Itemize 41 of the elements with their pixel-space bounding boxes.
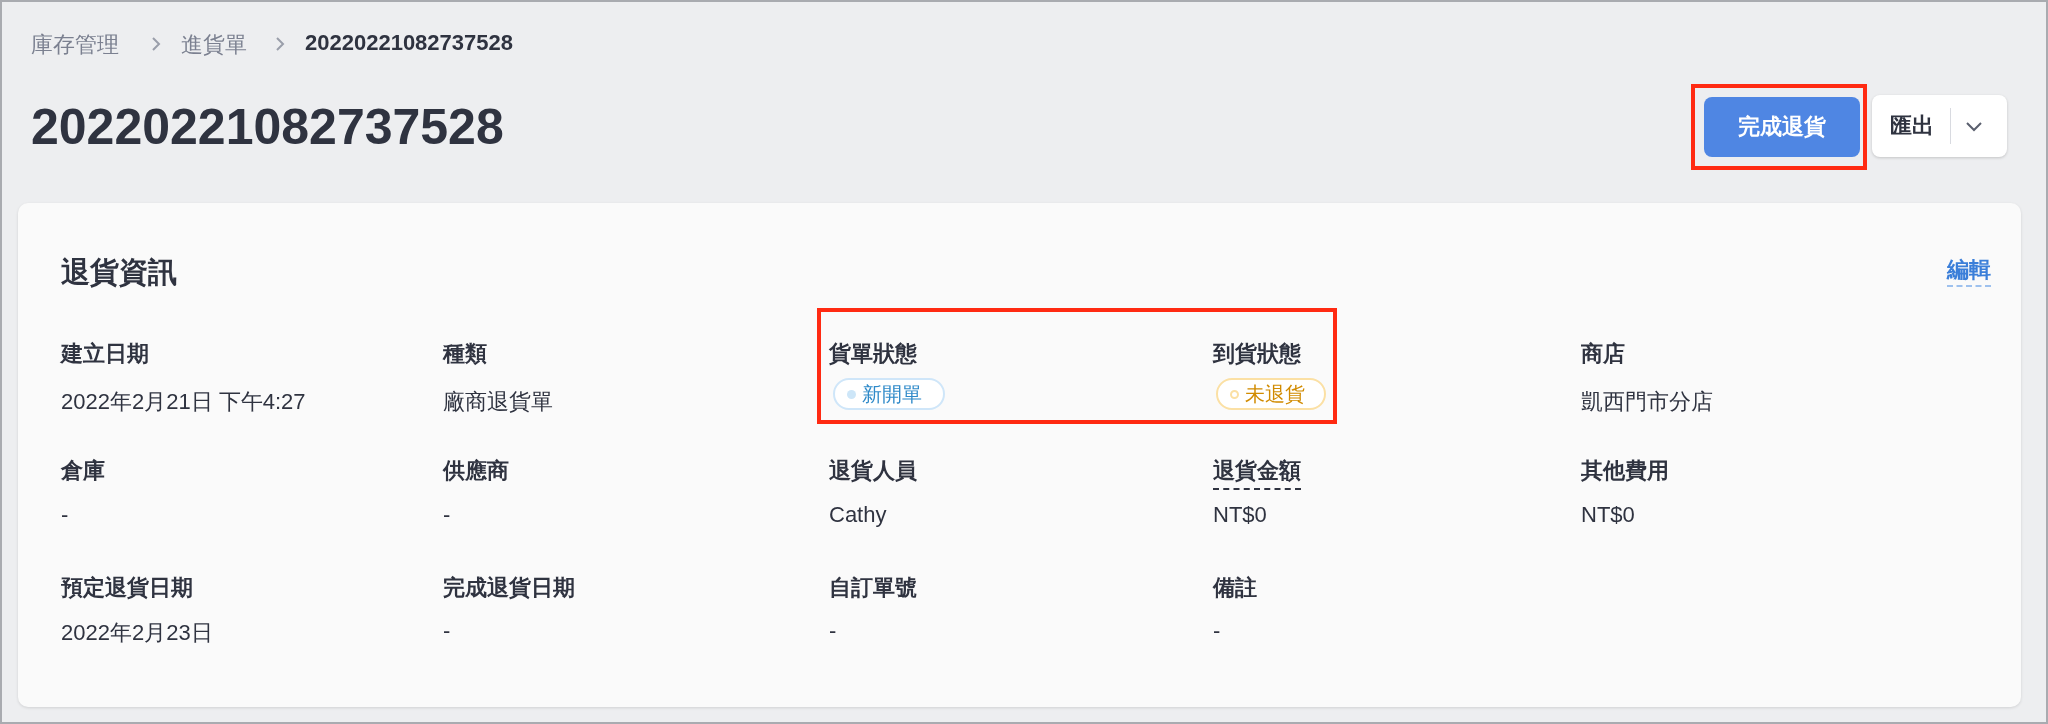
field-label: 供應商 — [443, 457, 509, 485]
export-split-button — [1872, 95, 2007, 157]
field-label: 備註 — [1213, 574, 1257, 602]
status-badge — [833, 378, 945, 410]
page-title: 20220221082737528 — [31, 98, 504, 156]
field-label: 到貨狀態 — [1213, 340, 1301, 368]
field-label: 退貨金額 — [1213, 456, 1301, 490]
highlight-frame — [1691, 84, 1867, 170]
breadcrumb-link: 進貨單 — [181, 31, 247, 59]
field-value: - — [1213, 618, 1221, 644]
field-label: 倉庫 — [61, 457, 105, 485]
field-label: 貨單狀態 — [829, 340, 917, 368]
breadcrumb-link: 庫存管理 — [31, 31, 119, 59]
field-value: NT$0 — [1581, 502, 1635, 528]
field-value: - — [61, 502, 69, 528]
status-text: 未退貨 — [1245, 381, 1305, 407]
field-value: 凱西門市分店 — [1581, 388, 1713, 416]
field-value: 2022年2月21日 下午4:27 — [61, 388, 306, 416]
field-label: 退貨人員 — [829, 457, 917, 485]
field-label: 其他費用 — [1581, 457, 1669, 485]
field-value: - — [443, 502, 451, 528]
field-value: NT$0 — [1213, 502, 1267, 528]
field-label: 預定退貨日期 — [61, 574, 193, 602]
field-label: 種類 — [443, 340, 487, 368]
status-badge — [1216, 378, 1326, 410]
field-value: 2022年2月23日 — [61, 619, 213, 647]
field-label: 完成退貨日期 — [443, 574, 575, 602]
section-heading: 退貨資訊 — [61, 255, 177, 290]
field-label: 自訂單號 — [829, 574, 917, 602]
edit-link: 編輯 — [1947, 255, 1991, 287]
status-text: 新開單 — [862, 381, 922, 407]
highlight-frame — [817, 308, 1337, 424]
field-value: - — [443, 618, 451, 644]
field-value: - — [829, 618, 837, 644]
breadcrumb-current: 20220221082737528 — [305, 30, 513, 56]
field-value: Cathy — [829, 502, 887, 528]
complete-return-button: 完成退貨 — [1704, 97, 1860, 157]
field-label: 商店 — [1581, 340, 1625, 368]
field-value: 廠商退貨單 — [443, 388, 553, 416]
export-label: 匯出 — [1889, 112, 1935, 140]
field-label: 建立日期 — [61, 340, 149, 368]
